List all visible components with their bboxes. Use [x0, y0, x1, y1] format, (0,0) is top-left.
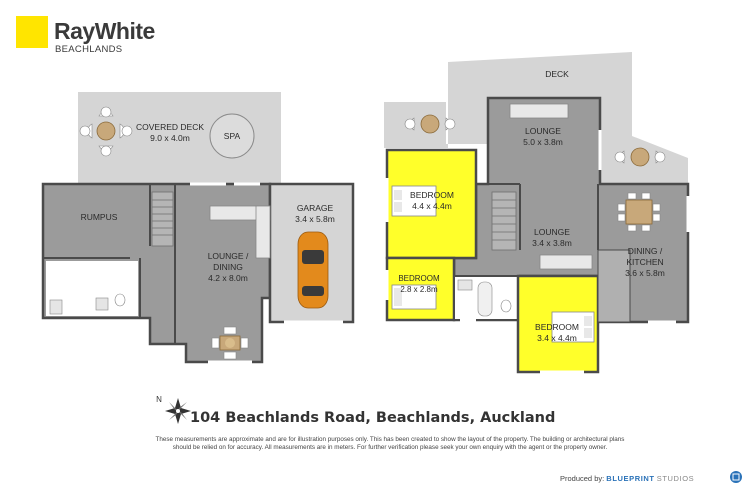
dining-kitchen-label-2: KITCHEN: [626, 257, 663, 267]
produced-by-label: Produced by:: [560, 474, 605, 483]
bedroom-2-label: BEDROOM: [398, 274, 440, 283]
upper-stairs: [491, 191, 517, 251]
spa-tub: [209, 113, 255, 159]
property-address: 104 Beachlands Road, Beachlands, Aucklan…: [190, 410, 556, 426]
upper-deck-area: [384, 52, 688, 184]
deck-table-set: [79, 106, 133, 157]
bedroom-3-label: BEDROOM: [535, 322, 579, 332]
upper-deck-table-left: [404, 114, 456, 134]
logo-yellow-square: [16, 16, 48, 48]
garage-label: GARAGE: [297, 203, 334, 213]
lounge-mid-label: LOUNGE: [534, 227, 570, 237]
covered-deck-label: COVERED DECK: [136, 122, 204, 132]
bedroom-2-size: 2.8 x 2.8m: [400, 285, 438, 294]
bedroom-3-size: 3.4 x 4.4m: [537, 333, 577, 343]
compass-north-label: N: [156, 395, 162, 404]
ground-internal-walls: [43, 184, 270, 344]
producer-name-light: STUDIOS: [656, 474, 695, 483]
garage-size: 3.4 x 5.8m: [295, 214, 335, 224]
ground-doors: [190, 182, 343, 364]
upper-deck-table-right: [614, 147, 666, 167]
bathroom-fixtures: [457, 279, 512, 317]
bedroom-1-size: 4.4 x 4.4m: [412, 201, 452, 211]
rumpus-label: RUMPUS: [81, 212, 118, 222]
lounge-top-size: 5.0 x 3.8m: [523, 137, 563, 147]
bedroom-1-label: BEDROOM: [410, 190, 454, 200]
upper-floor: [384, 52, 690, 374]
producer-name-bold: BLUEPRINT: [606, 474, 655, 483]
upper-doors: [385, 130, 690, 374]
upper-sofa-top: [509, 103, 569, 119]
upper-sofa-mid: [539, 254, 593, 270]
svg-text:RayWhite: RayWhite: [54, 18, 155, 44]
lounge-dining-label-2: DINING: [213, 262, 243, 272]
compass-rose-icon: [165, 398, 191, 424]
bedroom-3-bed: [551, 311, 595, 343]
laundry-fixtures: [49, 293, 126, 315]
dining-kitchen-label-1: DINING /: [628, 246, 663, 256]
upper-deck-label: DECK: [545, 69, 569, 79]
bedroom-2-bed: [391, 284, 437, 310]
ray-white-logo: RayWhite BEACHLANDS: [16, 16, 155, 55]
bedroom-1-bed: [391, 185, 437, 217]
logo-office-text: BEACHLANDS: [55, 44, 122, 55]
garage-car: [297, 231, 329, 309]
lounge-mid-size: 3.4 x 3.8m: [532, 238, 572, 248]
producer-credit: Produced by: BLUEPRINT STUDIOS: [560, 474, 694, 483]
covered-deck-size: 9.0 x 4.0m: [150, 133, 190, 143]
disclaimer-text: These measurements are approximate and a…: [155, 436, 625, 452]
dining-kitchen-size: 3.6 x 5.8m: [625, 268, 665, 278]
spa-label: SPA: [224, 131, 241, 141]
ground-floor: [41, 92, 355, 364]
kitchen-bench: [597, 249, 631, 323]
ground-dining-set: [211, 326, 249, 360]
lounge-top-label: LOUNGE: [525, 126, 561, 136]
logo-ray-text: Ray: [54, 18, 95, 44]
logo-white-text: White: [95, 18, 155, 44]
ground-stairs: [151, 191, 174, 247]
blueprint-studios-logo-icon: [730, 471, 742, 483]
ground-sofa: [209, 205, 271, 259]
upper-internal-walls: [454, 183, 599, 259]
lounge-dining-size: 4.2 x 8.0m: [208, 273, 248, 283]
upper-dining-set: [617, 192, 661, 232]
lounge-dining-label-1: LOUNGE /: [208, 251, 249, 261]
